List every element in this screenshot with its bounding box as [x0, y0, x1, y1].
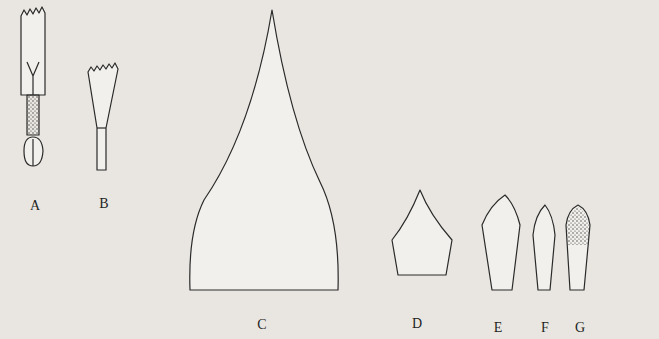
figure-letter-box: D — [412, 314, 422, 332]
figure-letter-box: A — [30, 196, 40, 214]
figure-letter: C — [257, 317, 266, 332]
bract-c — [190, 10, 338, 290]
figure-letter: G — [575, 320, 585, 335]
figure-letter: B — [99, 196, 108, 211]
figure-letter-box: B — [99, 194, 108, 212]
figure-letter: D — [412, 316, 422, 331]
corolla-b — [88, 63, 118, 170]
figure-letter-box: C — [257, 315, 266, 333]
figure-letter: E — [494, 320, 503, 335]
bract-g — [566, 205, 590, 290]
floret-a — [21, 7, 45, 166]
figure-letter-box: E — [494, 318, 503, 336]
bract-d — [392, 190, 452, 275]
bract-f — [533, 205, 555, 290]
figure-letter: A — [30, 198, 40, 213]
figure-letter-box: G — [575, 318, 585, 336]
bract-e — [482, 195, 520, 290]
figure-letter-box: F — [541, 318, 549, 336]
figure-letter: F — [541, 320, 549, 335]
